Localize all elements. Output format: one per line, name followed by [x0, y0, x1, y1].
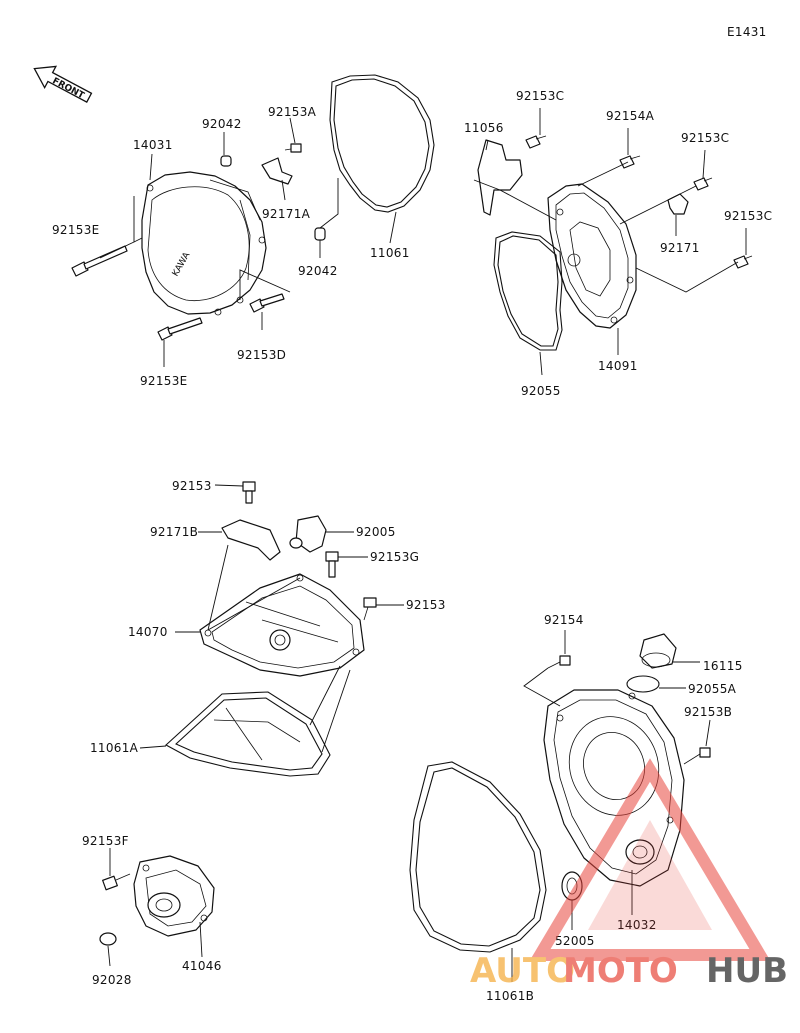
clamp-92171A	[261, 157, 293, 185]
sensor-92005	[289, 515, 327, 553]
label-11056: 11056	[464, 121, 504, 135]
bracket-11056	[477, 139, 523, 216]
label-92042: 92042	[202, 117, 242, 131]
watermark-logo: AUTO MOTO HUB	[470, 758, 788, 991]
watermark-moto: MOTO	[563, 951, 678, 991]
label-92153-mid: 92153	[406, 598, 446, 612]
label-92153C-b: 92153C	[681, 131, 729, 145]
bolt-92153C-c	[733, 255, 753, 269]
bolt-92153C-b	[693, 177, 713, 191]
label-92153E-bottom: 92153E	[140, 374, 188, 388]
bolt-92154	[547, 655, 571, 669]
bolt-92153-mid	[363, 597, 377, 621]
dowel-pin-92042	[220, 155, 232, 167]
cover-41046	[133, 855, 215, 937]
label-92171A: 92171A	[262, 207, 311, 221]
label-14070: 14070	[128, 625, 168, 639]
label-92153C-c: 92153C	[724, 209, 772, 223]
bolt-92153C-a	[525, 135, 547, 149]
gasket-11061	[329, 74, 435, 213]
leaders-group-3	[139, 484, 404, 753]
label-92153D: 92153D	[237, 348, 286, 362]
bolt-92153E-lower	[157, 317, 203, 341]
warning-triangle-icon	[529, 758, 771, 961]
cap-92028	[99, 932, 117, 946]
label-14031: 14031	[133, 138, 173, 152]
label-92154: 92154	[544, 613, 584, 627]
watermark-auto: AUTO	[470, 951, 575, 991]
o-ring-92055A	[626, 675, 660, 693]
label-92055: 92055	[521, 384, 561, 398]
gasket-92055	[493, 231, 563, 351]
label-92153F: 92153F	[82, 834, 129, 848]
bolt-92153F	[102, 873, 131, 891]
label-41046: 41046	[182, 959, 222, 973]
front-label: FRONT	[51, 76, 87, 101]
label-11061B: 11061B	[486, 989, 534, 1003]
cover-14070	[199, 573, 365, 677]
label-92153A: 92153A	[268, 105, 317, 119]
watermark-hub: HUB	[706, 951, 788, 991]
leaders-group-2	[473, 108, 747, 376]
label-92153-top: 92153	[172, 479, 212, 493]
clamp-92171	[667, 193, 689, 215]
leaders-group-1	[99, 117, 397, 367]
label-92171: 92171	[660, 241, 700, 255]
gasket-11061B	[409, 761, 547, 953]
label-92055A: 92055A	[688, 682, 737, 696]
label-92153G: 92153G	[370, 550, 419, 564]
label-92171B: 92171B	[150, 525, 198, 539]
label-14032: 14032	[617, 918, 657, 932]
diagram-ref-code: E1431	[727, 25, 767, 39]
bolt-92153B	[683, 747, 711, 765]
front-arrow-icon: FRONT	[33, 65, 93, 103]
oil-filler-cap-16115	[639, 633, 677, 669]
label-92028: 92028	[92, 973, 132, 987]
cover-14091	[547, 183, 637, 329]
bolt-92154A	[619, 155, 641, 169]
label-16115: 16115	[703, 659, 743, 673]
label-92153B: 92153B	[684, 705, 732, 719]
label-92154A: 92154A	[606, 109, 655, 123]
label-92005: 92005	[356, 525, 396, 539]
label-92153C-a: 92153C	[516, 89, 564, 103]
bolt-92153E	[71, 245, 128, 277]
bolt-92153G	[325, 551, 339, 578]
clutch-cover-14032	[543, 689, 685, 887]
bracket-92171B	[221, 519, 281, 561]
leaders-group-5	[511, 630, 711, 982]
leaders-group-4	[107, 848, 203, 967]
label-14091: 14091	[598, 359, 638, 373]
bolt-92153-top	[242, 481, 256, 504]
bolt-92153D	[249, 293, 285, 313]
gasket-11061A	[165, 691, 331, 777]
generator-cover-14031: KAWA	[141, 171, 267, 316]
label-11061A: 11061A	[90, 741, 139, 755]
label-11061: 11061	[370, 246, 410, 260]
bolt-92153A	[284, 143, 302, 153]
label-92153E-top: 92153E	[52, 223, 100, 237]
label-92042-mid: 92042	[298, 264, 338, 278]
label-52005: 52005	[555, 934, 595, 948]
dowel-pin-92042-lower	[314, 227, 326, 241]
